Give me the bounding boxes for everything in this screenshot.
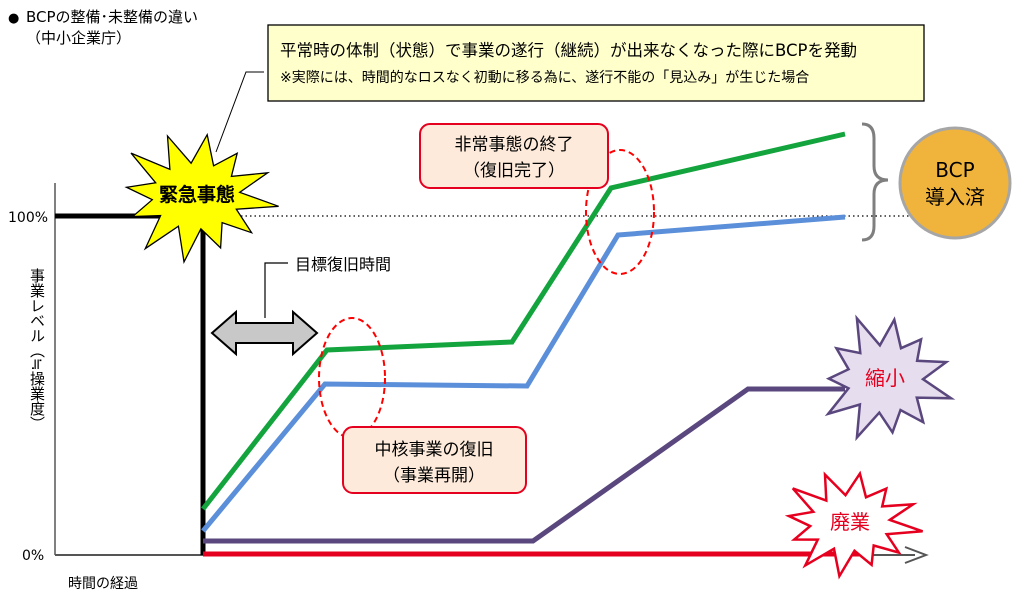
callout-core-line-2: （事業再開）: [383, 466, 485, 486]
emergency-label: 緊急事態: [159, 183, 235, 206]
callout-end-line-1: 非常事態の終了: [455, 135, 574, 155]
bcp-badge: [898, 126, 1012, 240]
bcp-badge-line-1: BCP: [935, 158, 974, 182]
curly-brace-icon: [861, 122, 889, 242]
callout-end-box: [419, 123, 609, 189]
bcp-badge-line-2: 導入済: [925, 185, 985, 209]
target-label: 目標復旧時間: [295, 255, 391, 274]
closure-starburst-icon: [784, 470, 924, 580]
bcp-blue-line: [201, 214, 846, 533]
y-axis-label-bottom: 0%: [22, 548, 44, 564]
closure-label: 廃業: [830, 510, 870, 534]
shrink-label: 縮小: [865, 366, 905, 390]
x-axis-arrow-icon: [904, 546, 929, 564]
emergency-starburst-icon: [124, 132, 279, 264]
header-source: （中小企業庁）: [26, 29, 131, 47]
core-recovery-highlight: [318, 317, 386, 439]
callout-end-line-2: （復旧完了）: [463, 161, 565, 181]
normal-level-line: [55, 213, 206, 555]
note-line-1: 平常時の体制（状態）で事業の遂行（継続）が出来なくなった際にBCPを発動: [280, 41, 857, 60]
shrink-starburst-icon: [824, 314, 956, 442]
note-box: [267, 24, 925, 102]
header-bullet: ●: [8, 11, 19, 26]
y-axis-label-top: 100%: [8, 210, 48, 226]
x-axis-title: 時間の経過: [68, 576, 138, 592]
shrink-line: [203, 386, 845, 544]
bcp-green-line: [201, 131, 846, 511]
callout-core-box: [342, 426, 527, 494]
note-connector: [215, 71, 264, 153]
note-line-2: ※実際には、時間的なロスなく初動に移る為に、遂行不能の「見込み」が生じた場合: [280, 69, 809, 86]
double-arrow-icon: [210, 309, 319, 357]
y-axis-title: 事業レベル（≒操業度）: [28, 268, 46, 431]
header-title: BCPの整備･未整備の違い: [26, 8, 198, 26]
target-connector: [264, 262, 288, 318]
callout-core-line-1: 中核事業の復旧: [375, 440, 494, 460]
end-emergency-highlight: [585, 149, 655, 275]
